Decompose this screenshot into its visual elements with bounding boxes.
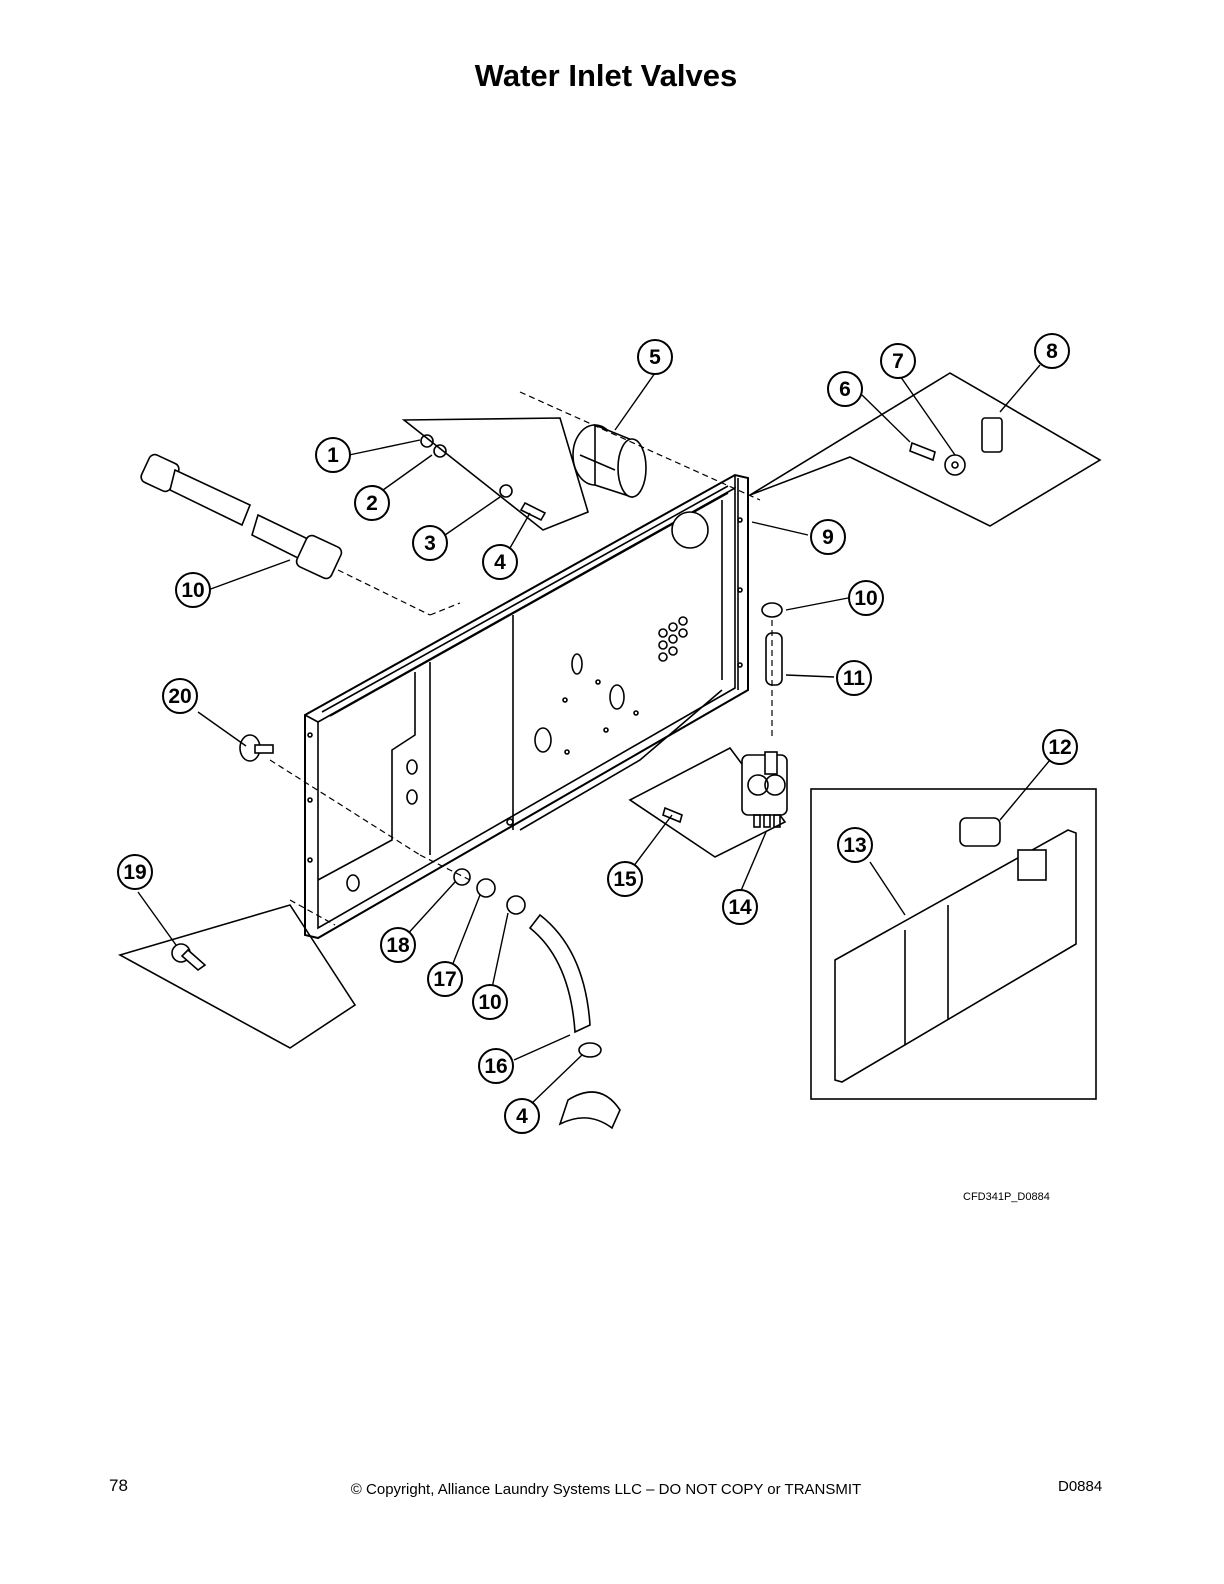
callout-number: 12 <box>1048 736 1071 759</box>
callout-circle <box>836 660 872 696</box>
inlet-fitting-part <box>572 423 647 499</box>
callout-circle <box>175 572 211 608</box>
callout-number: 6 <box>839 378 851 401</box>
assembly-lines <box>269 391 773 926</box>
callout-4: 4 <box>482 544 518 580</box>
callout-number: 15 <box>613 868 637 891</box>
callout-number: 10 <box>854 587 877 610</box>
callout-circle <box>412 525 448 561</box>
callout-number: 7 <box>892 350 904 373</box>
callout-number: 16 <box>484 1055 507 1078</box>
leader-lines <box>137 364 1051 1106</box>
callout-number: 14 <box>728 896 752 919</box>
callout-number: 10 <box>478 991 501 1014</box>
callout-11: 11 <box>836 660 872 696</box>
water-valve-part <box>239 602 788 1130</box>
callout-circle <box>810 519 846 555</box>
callout-14: 14 <box>722 889 758 925</box>
callout-circle <box>504 1098 540 1134</box>
callout-circle <box>380 927 416 963</box>
callout-circle <box>162 678 198 714</box>
callout-number: 9 <box>822 526 834 549</box>
callout-number: 20 <box>168 685 191 708</box>
page-title: Water Inlet Valves <box>474 58 738 93</box>
callout-12: 12 <box>1042 729 1078 765</box>
callout-circle <box>478 1048 514 1084</box>
callout-number: 8 <box>1046 340 1058 363</box>
callout-circle <box>637 339 673 375</box>
callout-circle <box>837 827 873 863</box>
callout-circle <box>315 437 351 473</box>
callout-20: 20 <box>162 678 198 714</box>
callout-circle <box>1042 729 1078 765</box>
callout-17: 17 <box>427 961 463 997</box>
callout-number: 18 <box>386 934 410 957</box>
page-number: 78 <box>109 1476 128 1495</box>
rear-panel <box>304 473 749 940</box>
callout-number: 11 <box>843 667 866 690</box>
callout-number: 4 <box>516 1105 528 1128</box>
callout-number: 1 <box>327 444 339 467</box>
callout-8: 8 <box>1034 333 1070 369</box>
callout-number: 4 <box>494 551 506 574</box>
callout-16: 16 <box>478 1048 514 1084</box>
callout-5: 5 <box>637 339 673 375</box>
callout-18: 18 <box>380 927 416 963</box>
callout-circle <box>722 889 758 925</box>
callout-circle <box>607 861 643 897</box>
callout-2: 2 <box>354 485 390 521</box>
callout-number: 3 <box>424 532 436 555</box>
callout-9: 9 <box>810 519 846 555</box>
copyright-notice: © Copyright, Alliance Laundry Systems LL… <box>350 1481 862 1498</box>
callout-circle <box>848 580 884 616</box>
document-code: D0884 <box>1058 1478 1103 1495</box>
callout-circle <box>354 485 390 521</box>
panel-inset <box>810 788 1097 1100</box>
callout-15: 15 <box>607 861 643 897</box>
callout-3: 3 <box>412 525 448 561</box>
callout-19: 19 <box>117 854 153 890</box>
callout-circle <box>427 961 463 997</box>
callout-circle <box>482 544 518 580</box>
callout-number: 17 <box>433 968 456 991</box>
figure-id: CFD341P_D0884 <box>963 1191 1050 1203</box>
callout-6: 6 <box>827 371 863 407</box>
callout-circle <box>1034 333 1070 369</box>
callout-number: 5 <box>649 346 661 369</box>
callout-13: 13 <box>837 827 873 863</box>
callout-circle <box>117 854 153 890</box>
callout-circle <box>827 371 863 407</box>
detail-insets <box>117 372 1102 1049</box>
callout-circle <box>472 984 508 1020</box>
callout-number: 19 <box>123 861 146 884</box>
callout-10: 10 <box>175 572 211 608</box>
callout-10: 10 <box>848 580 884 616</box>
callout-1: 1 <box>315 437 351 473</box>
callout-number: 13 <box>843 834 866 857</box>
callout-number: 2 <box>366 492 378 515</box>
callout-number: 10 <box>181 579 204 602</box>
callout-7: 7 <box>880 343 916 379</box>
callout-circle <box>880 343 916 379</box>
callout-10: 10 <box>472 984 508 1020</box>
callout-4: 4 <box>504 1098 540 1134</box>
fill-hose-part <box>140 453 343 580</box>
